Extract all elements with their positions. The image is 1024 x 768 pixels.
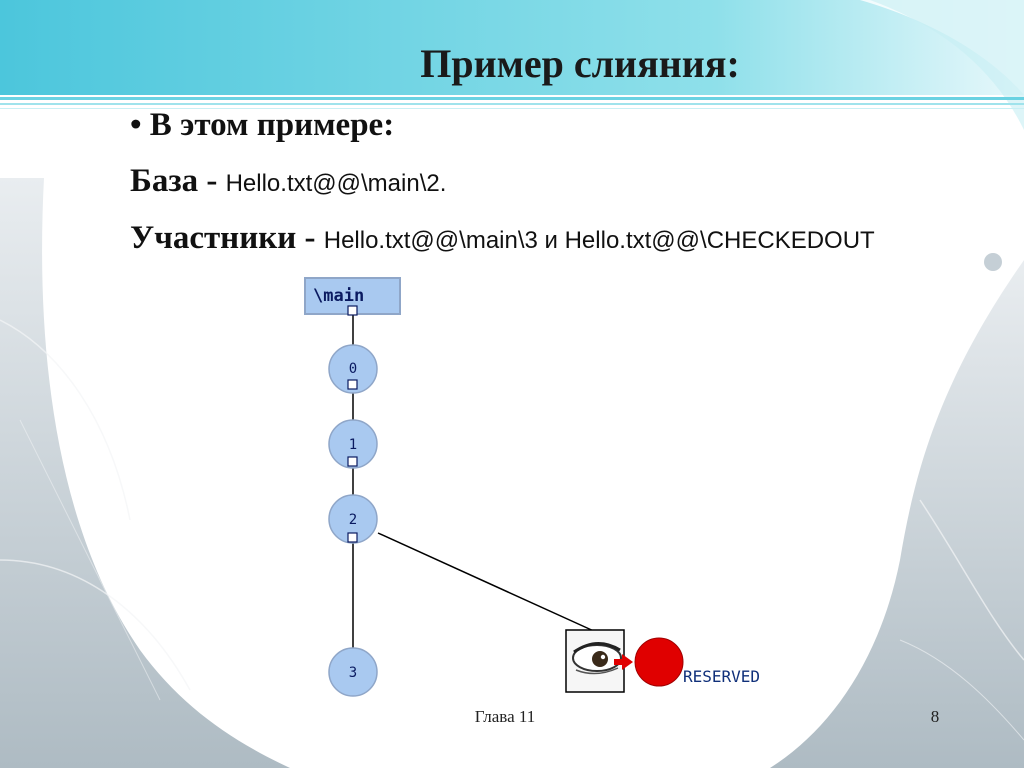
version-label-1: 1	[349, 437, 357, 453]
footer-chapter: Глава 11	[474, 707, 536, 726]
version-node-0[interactable]: 0	[328, 344, 378, 394]
slide-title: Пример слияния:	[420, 41, 740, 86]
arrow-right-icon	[614, 654, 633, 670]
participants-line: Участники - Hello.txt@@\main\3 и Hello.t…	[130, 220, 875, 257]
base-value: Hello.txt@@\main\2.	[225, 170, 447, 197]
version-label-2: 2	[349, 512, 357, 528]
branch-label: \main	[313, 286, 364, 306]
base-label: База -	[130, 163, 226, 199]
participants-label: Участники -	[130, 220, 324, 256]
merge-line	[377, 532, 597, 633]
reserved-status: RESERVED	[683, 667, 760, 686]
version-node-1[interactable]: 1	[328, 419, 378, 469]
branch-box[interactable]: \main	[304, 277, 401, 316]
page-number: 8	[930, 707, 940, 726]
version-label-3: 3	[349, 665, 357, 681]
checkout-node[interactable]	[634, 637, 684, 687]
version-label-0: 0	[349, 361, 357, 377]
participants-value: Hello.txt@@\main\3 и Hello.txt@@\CHECKED…	[323, 227, 875, 254]
base-line: База - Hello.txt@@\main\2.	[130, 163, 446, 200]
version-node-3[interactable]: 3	[328, 647, 378, 697]
version-node-2[interactable]: 2	[328, 494, 378, 544]
checkout-eye-icon[interactable]	[565, 629, 625, 693]
bullet-intro: • В этом примере:	[130, 107, 395, 143]
